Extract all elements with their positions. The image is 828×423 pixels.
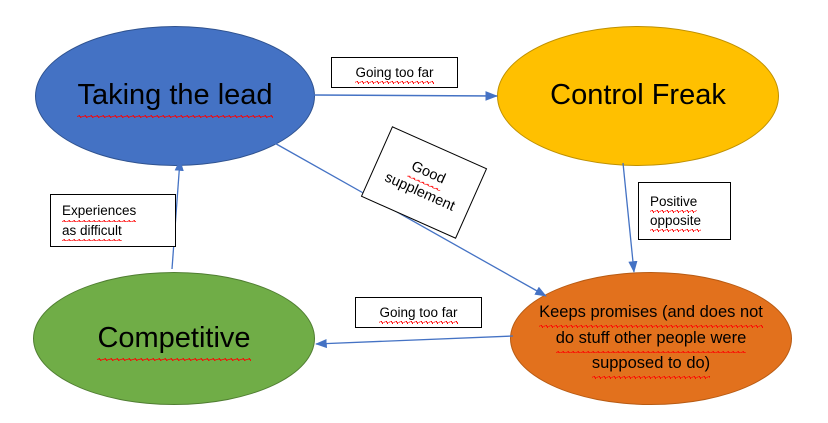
arrow-control-freak-to-keeps-promises — [622, 162, 638, 273]
spellcheck-underline: Experiences — [62, 201, 137, 223]
node-taking-the-lead[interactable]: Taking the lead — [35, 26, 315, 166]
spellcheck-underline: Going too far — [379, 303, 458, 324]
node-keeps-promises[interactable]: Keeps promises (and does not do stuff ot… — [510, 272, 792, 405]
arrow-keeps-promises-to-competitive — [315, 335, 514, 349]
edge-label-experiences-as-difficult[interactable]: Experiences as difficult — [50, 194, 176, 247]
edge-label-text-line2: as difficult — [62, 221, 122, 242]
edge-label-text-line1: Positive — [650, 192, 698, 213]
edge-label-text: Going too far — [355, 63, 434, 84]
edge-label-going-too-far-top[interactable]: Going too far — [331, 57, 458, 88]
node-control-freak[interactable]: Control Freak — [497, 26, 779, 166]
edge-label-going-too-far-bottom[interactable]: Going too far — [355, 297, 482, 328]
node-keeps-promises-label: Keeps promises (and does not do stuff ot… — [521, 300, 781, 379]
edge-label-positive-opposite[interactable]: Positive opposite — [638, 182, 731, 240]
node-competitive[interactable]: Competitive — [33, 272, 315, 405]
node-control-freak-label: Control Freak — [550, 79, 726, 112]
spellcheck-underline: Positive — [650, 192, 698, 213]
spellcheck-underline: Going too far — [355, 63, 434, 84]
edge-label-text-line2: opposite — [650, 211, 702, 232]
edge-label-text: Going too far — [379, 303, 458, 324]
spellcheck-underline: opposite — [650, 211, 702, 232]
arrow-competitive-to-taking-the-lead — [171, 159, 184, 270]
arrow-taking-the-lead-to-control-freak — [313, 91, 498, 101]
spellcheck-underline: as difficult — [62, 221, 122, 242]
arrow-taking-the-lead-to-keeps-promises — [270, 140, 547, 297]
edge-label-text-line1: Experiences — [62, 201, 137, 223]
